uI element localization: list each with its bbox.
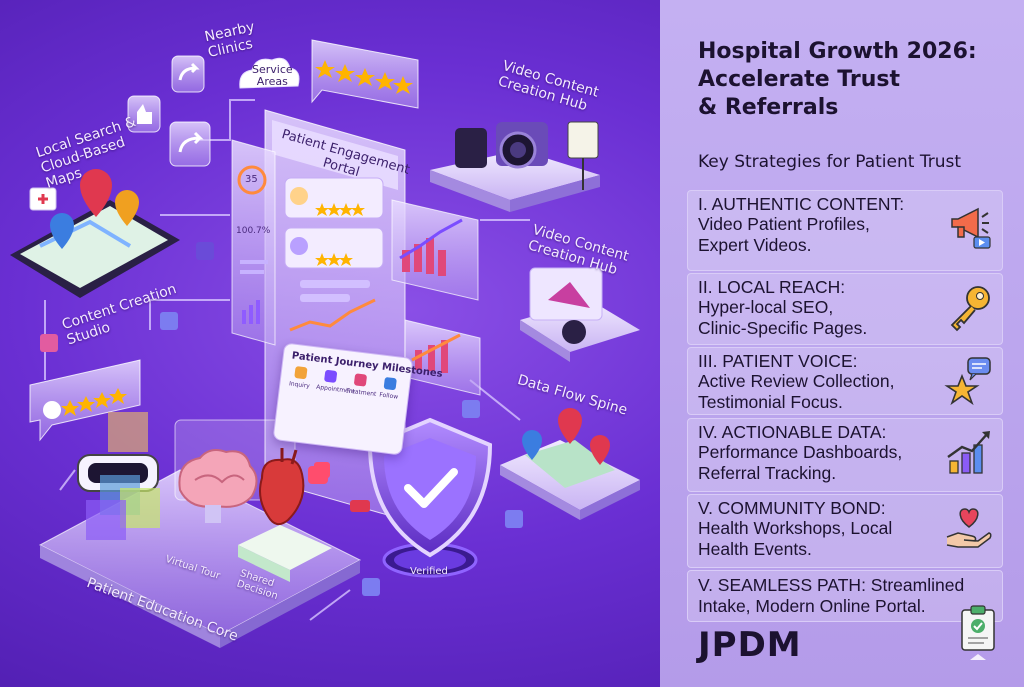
card-description: Active Review Collection, Testimonial Fo… bbox=[698, 371, 895, 412]
brand-logo-text: JPDM bbox=[698, 625, 802, 665]
milestone-step: Follow bbox=[375, 376, 403, 401]
card-heading: II. LOCAL REACH: bbox=[698, 277, 846, 297]
card-description: Video Patient Profiles, Expert Videos. bbox=[698, 214, 870, 255]
journey-milestones-card: Patient Journey Milestones Inquiry Appoi… bbox=[272, 342, 443, 456]
strategy-card-seamless-path: V. SEAMLESS PATH: Streamlined Intake, Mo… bbox=[687, 570, 1003, 622]
key-icon bbox=[950, 286, 990, 332]
strategy-panel: Hospital Growth 2026: Accelerate Trust &… bbox=[660, 0, 1024, 687]
card-description: Health Workshops, Local Health Events. bbox=[698, 518, 893, 559]
milestone-step: Inquiry bbox=[286, 365, 314, 390]
strategy-card-local-reach: II. LOCAL REACH: Hyper-local SEO, Clinic… bbox=[687, 273, 1003, 345]
isometric-illustration: Nearby Clinics Service Areas Local Searc… bbox=[10, 19, 640, 648]
strategy-card-actionable-data: IV. ACTIONABLE DATA: Performance Dashboa… bbox=[687, 418, 1003, 492]
card-heading: I. AUTHENTIC CONTENT: bbox=[698, 194, 905, 214]
clipboard-icon bbox=[961, 605, 995, 660]
page-subtitle: Key Strategies for Patient Trust bbox=[698, 152, 961, 172]
strategy-card-authentic-content: I. AUTHENTIC CONTENT: Video Patient Prof… bbox=[687, 190, 1003, 271]
strategy-card-patient-voice: III. PATIENT VOICE: Active Review Collec… bbox=[687, 347, 1003, 415]
card-heading: III. PATIENT VOICE: bbox=[698, 351, 858, 371]
milestone-step: Treatment bbox=[346, 372, 377, 398]
service-areas-label: Service Areas bbox=[252, 63, 293, 88]
card-heading: V. COMMUNITY BOND: bbox=[698, 498, 886, 518]
stat-count: 35 bbox=[245, 174, 258, 185]
strategy-card-community-bond: V. COMMUNITY BOND: Health Workshops, Loc… bbox=[687, 494, 1003, 568]
card-description: Performance Dashboards, Referral Trackin… bbox=[698, 442, 903, 483]
heart-hand-icon bbox=[946, 508, 992, 548]
megaphone-icon bbox=[951, 207, 991, 249]
verified-label: Verified bbox=[410, 566, 448, 577]
star-chat-icon bbox=[944, 357, 991, 406]
illustration-artwork bbox=[10, 39, 640, 648]
page-title: Hospital Growth 2026: Accelerate Trust &… bbox=[698, 39, 977, 120]
stat-percent: 100.7% bbox=[236, 226, 271, 236]
milestone-step: Appointment bbox=[316, 369, 355, 395]
card-heading: IV. ACTIONABLE DATA: bbox=[698, 422, 887, 442]
bar-chart-icon bbox=[947, 431, 990, 474]
card-description: V. SEAMLESS PATH: Streamlined Intake, Mo… bbox=[698, 575, 965, 616]
card-description: Hyper-local SEO, Clinic-Specific Pages. bbox=[698, 297, 868, 338]
